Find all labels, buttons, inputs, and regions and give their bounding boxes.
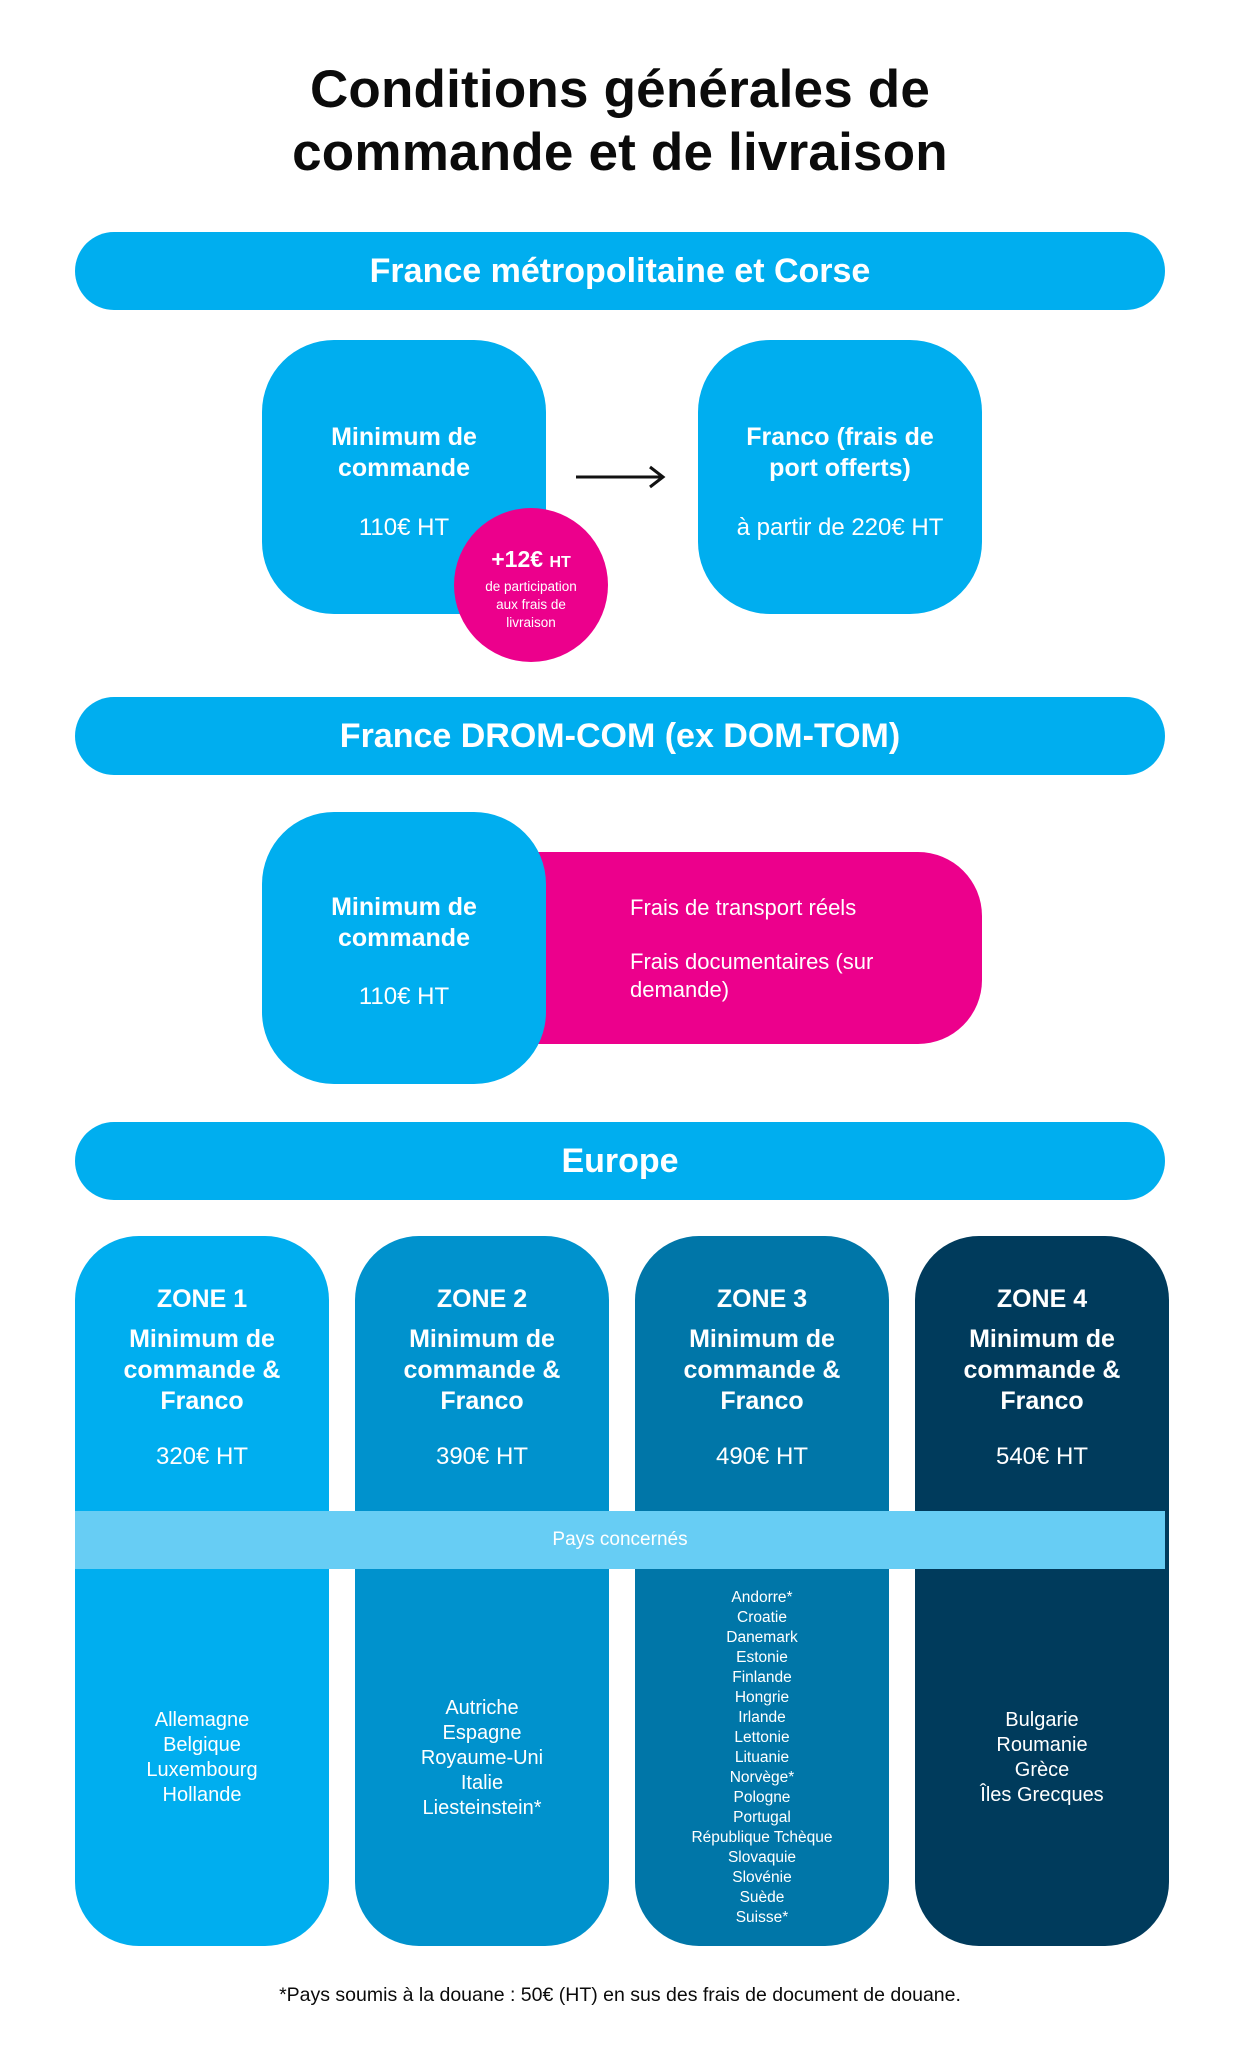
country-item: Hongrie [734, 1689, 790, 1706]
country-item: Royaume-Uni [420, 1746, 544, 1769]
country-item: Grèce [1014, 1759, 1070, 1781]
domcom-minimum-value: 110€ HT [358, 983, 450, 1010]
country-item: Roumanie [996, 1734, 1088, 1756]
zone-subtitle: Minimum de commande & Franco [403, 1325, 561, 1415]
zone-subtitle: Minimum de commande & Franco [683, 1325, 841, 1415]
country-item: Danemark [726, 1629, 798, 1646]
zone-title: ZONE 3 [716, 1285, 808, 1313]
country-item: Allemagne [154, 1709, 250, 1731]
arrow-right-icon [576, 465, 666, 489]
badge-text: de participation aux frais de livraison [485, 579, 577, 630]
franco-title: Franco (frais de port offerts) [746, 423, 934, 482]
zone-card-4: ZONE 4 Minimum de commande & Franco 540€ H… [915, 1236, 1169, 1946]
section-domcom-label: France DROM-COM (ex DOM-TOM) [339, 716, 901, 755]
country-item: Bulgarie [1005, 1709, 1079, 1731]
zone-price: 390€ HT [435, 1443, 529, 1470]
country-item: Italie [460, 1771, 504, 1794]
countries-header-label: Pays concernés [552, 1529, 688, 1550]
page-title: Conditions générales de commande et de l… [0, 58, 1240, 184]
zone-card-1: ZONE 1 Minimum de commande & Franco 320€ H… [75, 1236, 329, 1946]
country-item: Belgique [163, 1734, 241, 1756]
country-item: Slovénie [732, 1869, 792, 1886]
country-item: Îles Grecques [980, 1784, 1104, 1806]
zone-title: ZONE 1 [156, 1285, 248, 1313]
section-europe-header: Europe [75, 1122, 1165, 1200]
country-item: Luxembourg [146, 1759, 258, 1781]
domcom-fee-documents: Frais documentaires (sur demande) [630, 949, 874, 1002]
zone-price: 490€ HT [715, 1443, 809, 1470]
country-item: Pologne [733, 1789, 791, 1806]
france-minimum-card: Minimum de commande 110€ HT [262, 340, 546, 614]
country-item: Estonie [736, 1649, 788, 1666]
zone-card-2: ZONE 2 Minimum de commande & Franco 390€ H… [355, 1236, 609, 1946]
country-item: Suède [739, 1889, 785, 1906]
country-item: Andorre* [731, 1589, 793, 1606]
country-item: Irlande [738, 1709, 786, 1726]
zone-subtitle: Minimum de commande & Franco [963, 1325, 1121, 1415]
section-domcom-header: France DROM-COM (ex DOM-TOM) [75, 697, 1165, 775]
domcom-minimum-card: Minimum de commande 110€ HT [262, 812, 546, 1084]
france-minimum-value: 110€ HT [358, 514, 450, 541]
zone-subtitle: Minimum de commande & Franco [123, 1325, 281, 1415]
country-item: Norvège* [729, 1769, 795, 1786]
domcom-fee-transport: Frais de transport réels [630, 895, 857, 920]
country-item: Liesteinstein* [422, 1796, 542, 1819]
country-item: Suisse* [735, 1909, 789, 1926]
franco-value: à partir de 220€ HT [736, 514, 944, 541]
country-item: République Tchèque [691, 1829, 833, 1846]
country-item: Autriche [445, 1696, 519, 1719]
badge-amount: +12€ [491, 546, 544, 572]
country-item: Finlande [732, 1669, 792, 1686]
badge-unit: HT [549, 554, 571, 571]
customs-footnote: *Pays soumis à la douane : 50€ (HT) en s… [279, 1984, 961, 2006]
france-minimum-title: Minimum de commande [331, 423, 477, 482]
zone-card-3: ZONE 3 Minimum de commande & Franco 490€ H… [635, 1236, 889, 1946]
page-title-line-2: commande et de livraison [292, 123, 948, 182]
country-item: Hollande [162, 1784, 242, 1806]
page-title-line-1: Conditions générales de [309, 60, 931, 119]
zone-price: 320€ HT [155, 1443, 249, 1470]
country-item: Slovaquie [727, 1849, 797, 1866]
domcom-fees-panel: Frais de transport réels Frais documenta… [500, 852, 982, 1044]
country-item: Lettonie [734, 1729, 790, 1746]
country-item: Croatie [737, 1609, 787, 1626]
section-europe-label: Europe [561, 1141, 679, 1180]
zone-title: ZONE 4 [996, 1285, 1088, 1313]
countries-header-band: Pays concernés [75, 1511, 1165, 1569]
franco-card: Franco (frais de port offerts) à partir … [698, 340, 982, 614]
delivery-fee-badge: +12€ HT de participation aux frais de li… [454, 508, 608, 662]
zone-title: ZONE 2 [436, 1285, 528, 1313]
domcom-minimum-title: Minimum de commande [331, 893, 477, 952]
country-item: Portugal [733, 1809, 791, 1826]
country-item: Espagne [442, 1721, 522, 1744]
section-france-header: France métropolitaine et Corse [75, 232, 1165, 310]
country-item: Lituanie [734, 1749, 790, 1766]
zone-price: 540€ HT [995, 1443, 1089, 1470]
section-france-label: France métropolitaine et Corse [369, 251, 871, 290]
